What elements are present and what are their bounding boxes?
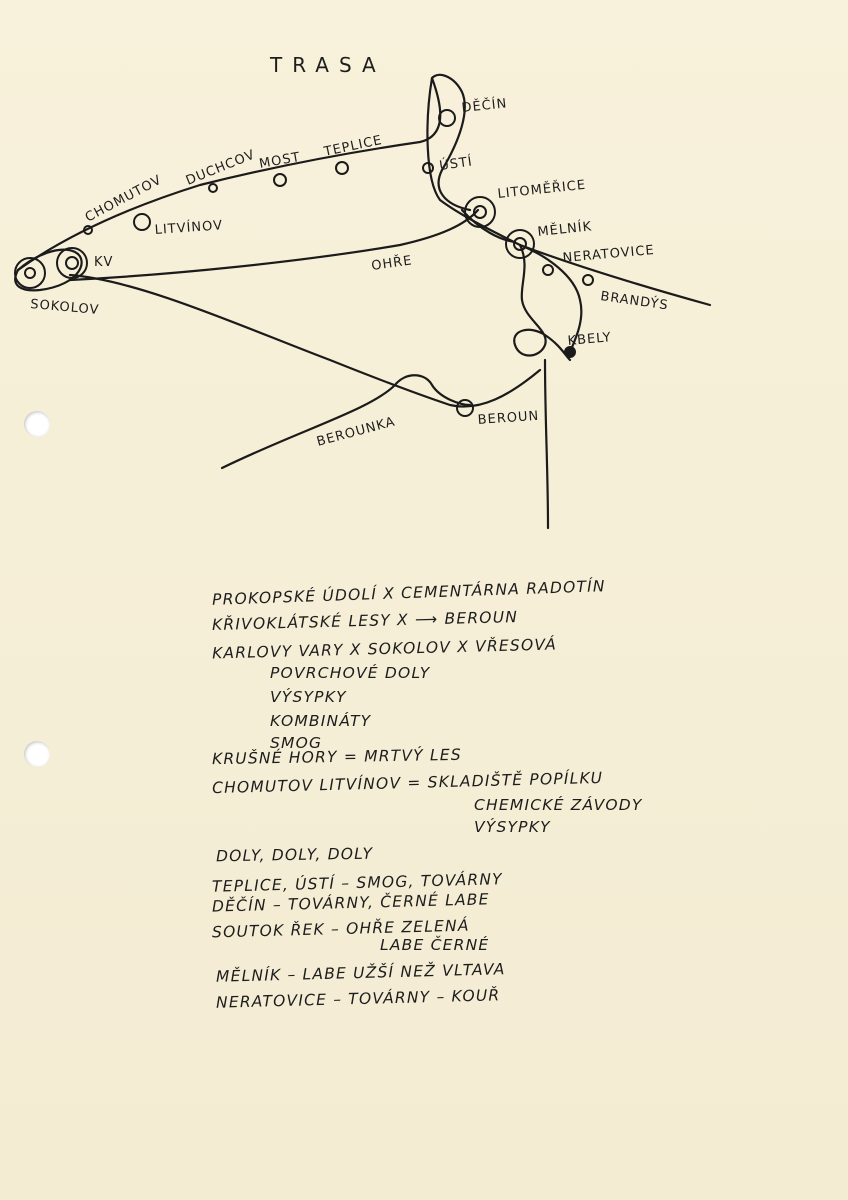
- most-circle: [273, 173, 287, 187]
- label-brandys: BRANDÝS: [599, 288, 669, 313]
- label-neratovice: NERATOVICE: [562, 243, 655, 266]
- kv-circle-outer: [56, 247, 88, 279]
- brandys-circle: [582, 274, 594, 286]
- elbe-river: [426, 76, 712, 307]
- label-litomerice: LITOMĚŘICE: [497, 177, 587, 202]
- chomutov-circle: [83, 225, 93, 235]
- vltava-south: [543, 358, 550, 530]
- label-ohre: OHŘE: [370, 252, 413, 274]
- route-line-south: [68, 273, 542, 408]
- label-berounka: BEROUNKA: [315, 414, 397, 449]
- berounka-river: [220, 374, 472, 470]
- note-line: DOLY, DOLY, DOLY: [215, 844, 374, 866]
- route-loop-west: [14, 248, 83, 292]
- note-line: MĚLNÍK – LABE UŽŠÍ NEŽ VLTAVA: [215, 960, 506, 986]
- label-teplice: TEPLICE: [322, 133, 384, 160]
- melnik-circle-outer: [505, 229, 535, 259]
- beroun-circle: [456, 399, 474, 417]
- neratovice-circle: [542, 264, 554, 276]
- label-melnik: MĚLNÍK: [537, 218, 593, 240]
- label-chomutov: CHOMUTOV: [83, 173, 165, 226]
- note-line: CHEMICKÉ ZÁVODY: [474, 796, 643, 814]
- note-line: CHOMUTOV LITVÍNOV = SKLADIŠTĚ POPÍLKU: [211, 768, 604, 798]
- label-beroun: BEROUN: [477, 409, 540, 428]
- label-usti: ÚSTÍ: [438, 153, 473, 174]
- route-line-north: [16, 73, 472, 272]
- kv-circle-inner: [65, 256, 79, 270]
- decin-circle: [438, 109, 456, 127]
- vltava-river: [513, 243, 572, 362]
- note-line: SMOG: [270, 734, 323, 752]
- litvinov-circle: [133, 213, 151, 231]
- note-line: VÝSYPKY: [474, 818, 551, 836]
- note-line: KARLOVY VARY X SOKOLOV X VŘESOVÁ: [211, 635, 558, 663]
- route-map-sketch: TRASA DĚČÍN ÚSTÍ TEPLICE MOST DUCHCOV CH…: [14, 53, 712, 530]
- melnik-circle-inner: [513, 237, 527, 251]
- duchcov-circle: [208, 183, 218, 193]
- note-line: PROKOPSKÉ ÚDOLÍ X CEMENTÁRNA RADOTÍN: [211, 577, 606, 609]
- ohre-river: [68, 208, 480, 282]
- sokolov-circle-inner: [24, 267, 36, 279]
- note-line: KRUŠNÉ HORY = MRTVÝ LES: [211, 745, 462, 769]
- punch-hole-bottom: [24, 741, 50, 767]
- litomerice-circle-inner: [473, 205, 487, 219]
- label-kbely: KBELY: [567, 330, 612, 349]
- sokolov-circle-outer: [14, 257, 46, 289]
- label-sokolov: SOKOLOV: [30, 297, 100, 318]
- note-line: VÝSYPKY: [270, 688, 347, 706]
- map-title: TRASA: [269, 53, 386, 77]
- note-line: NERATOVICE – TOVÁRNY – KOUŘ: [215, 986, 501, 1012]
- label-most: MOST: [258, 150, 302, 172]
- loop-litomerice: [460, 208, 517, 244]
- note-line: LABE ČERNÉ: [380, 936, 490, 954]
- label-duchcov: DUCHCOV: [184, 147, 258, 188]
- litomerice-circle-outer: [464, 196, 496, 228]
- melnik-loop: [518, 243, 583, 354]
- label-litvinov: LITVÍNOV: [154, 217, 223, 238]
- note-line: POVRCHOVÉ DOLY: [270, 664, 431, 682]
- teplice-circle: [335, 161, 349, 175]
- usti-circle: [422, 162, 434, 174]
- kbely-dot: [564, 346, 576, 358]
- label-decin: DĚČÍN: [461, 95, 508, 116]
- punch-hole-top: [24, 411, 50, 437]
- label-kv: KV: [94, 255, 113, 270]
- note-line: KŘIVOKLÁTSKÉ LESY X ⟶ BEROUN: [211, 607, 519, 635]
- note-line: KOMBINÁTY: [270, 712, 372, 730]
